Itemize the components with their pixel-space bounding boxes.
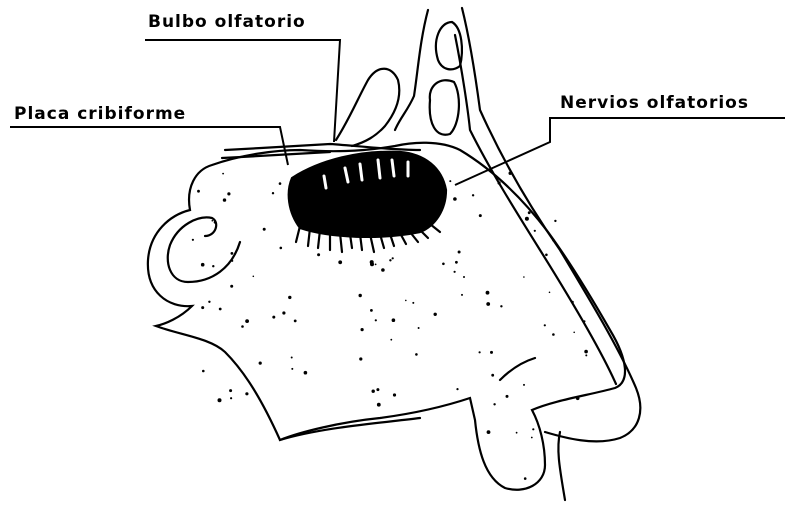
placa-leader-line bbox=[10, 127, 288, 165]
nasal-cavity-outline bbox=[148, 8, 640, 500]
olfactory-nerve-bundle bbox=[289, 152, 446, 252]
crista-galli bbox=[336, 69, 399, 146]
turbinate-loop bbox=[168, 217, 240, 282]
frontal-sinus bbox=[395, 10, 428, 130]
nervios-leader-line bbox=[455, 118, 785, 185]
label-nervios-olfatorios: Nervios olfatorios bbox=[560, 95, 749, 112]
cribriform-plate-lower bbox=[222, 152, 330, 158]
nostril-curve bbox=[500, 358, 535, 380]
nerve-mass bbox=[289, 152, 446, 237]
nasal-bridge-inner bbox=[455, 35, 616, 384]
label-bulbo-olfatorio: Bulbo olfatorio bbox=[148, 14, 306, 31]
sinus-cavity-lower bbox=[430, 80, 459, 134]
label-placa-cribiforme: Placa cribiforme bbox=[14, 106, 186, 123]
lip-curve bbox=[558, 432, 565, 500]
